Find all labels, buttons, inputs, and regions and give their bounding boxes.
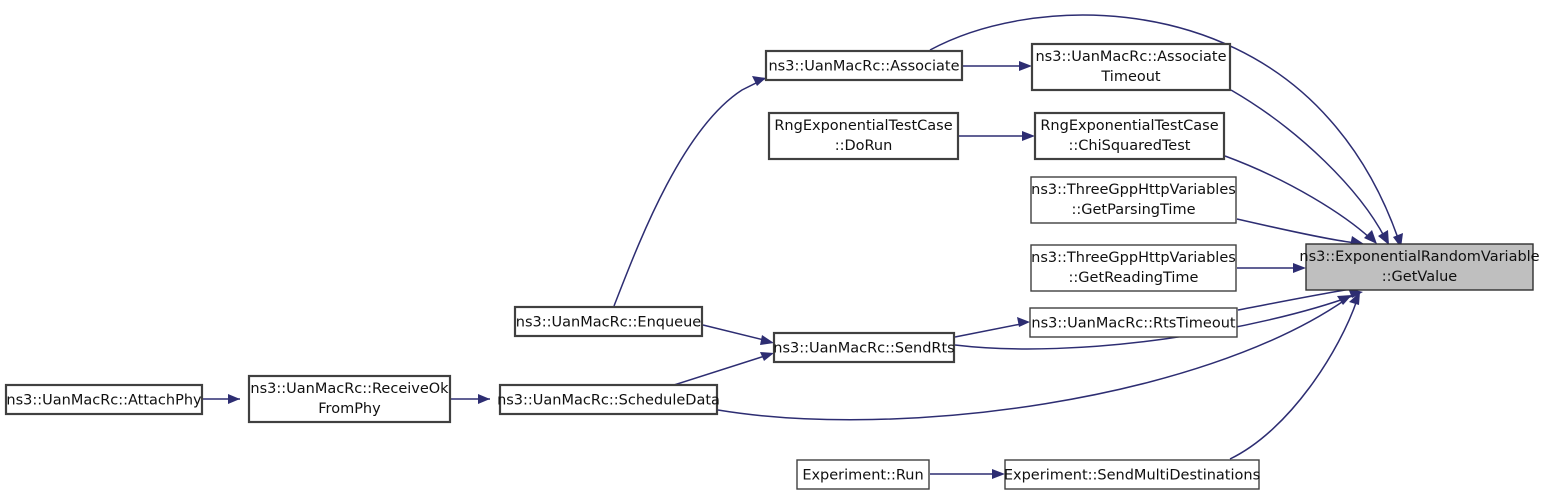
edge-sendmultidestinations-to-getvalue xyxy=(1229,292,1360,460)
edge-sendrts-to-rtstimeout xyxy=(954,317,1030,338)
node-box[interactable] xyxy=(772,331,956,364)
graph-node-experimentrun[interactable]: Experiment::Run xyxy=(796,459,930,490)
node-label-line2: ::GetParsingTime xyxy=(1071,202,1195,218)
edge-line xyxy=(1224,155,1372,240)
arrowhead-icon xyxy=(1019,61,1032,71)
graph-node-sendmultidestinations[interactable]: Experiment::SendMultiDestinations xyxy=(1004,459,1260,490)
node-label-line1: ns3::UanMacRc::ScheduleData xyxy=(497,393,720,409)
node-box[interactable] xyxy=(247,374,452,424)
node-label-line2: ::GetValue xyxy=(1382,269,1458,285)
node-box[interactable] xyxy=(796,459,930,490)
arrowhead-icon xyxy=(1378,230,1389,245)
node-label-line1: ns3::UanMacRc::SendRts xyxy=(773,341,954,357)
edge-associate-to-associatetimeout xyxy=(963,61,1032,71)
edge-dorun-to-chisquaredtest xyxy=(959,131,1035,141)
edge-enqueue-to-sendrts xyxy=(702,324,774,345)
node-box[interactable] xyxy=(1030,244,1237,292)
node-label-line1: ns3::UanMacRc::Associate xyxy=(768,59,959,75)
arrowhead-icon xyxy=(760,352,774,361)
node-box[interactable] xyxy=(1030,176,1237,224)
node-box[interactable] xyxy=(1030,42,1232,92)
edge-scheduledata-to-getvalue xyxy=(717,295,1352,421)
node-box[interactable] xyxy=(4,383,204,416)
node-box[interactable] xyxy=(1004,459,1260,490)
edge-line xyxy=(1230,89,1386,239)
edge-experimentrun-to-sendmultidestinations xyxy=(930,469,1005,479)
arrowhead-icon xyxy=(1349,292,1360,305)
node-box[interactable] xyxy=(764,49,964,82)
edge-attachphy-to-receiveokfromphy xyxy=(203,394,240,404)
node-box[interactable] xyxy=(513,305,704,338)
edge-line xyxy=(954,323,1022,338)
node-label-line2: ::ChiSquaredTest xyxy=(1069,138,1191,154)
node-label-line1: ns3::UanMacRc::Enqueue xyxy=(516,315,701,331)
edge-scheduledata-to-sendrts xyxy=(673,352,774,386)
node-label-line2: FromPhy xyxy=(318,401,381,417)
arrowhead-icon xyxy=(1337,295,1352,305)
node-label-line1: ns3::ThreeGppHttpVariables xyxy=(1031,182,1236,198)
arrowhead-icon xyxy=(228,394,240,404)
node-label-line1: ns3::UanMacRc::ReceiveOk xyxy=(250,381,449,397)
graph-node-scheduledata[interactable]: ns3::UanMacRc::ScheduleData xyxy=(497,383,720,416)
graph-node-getparsingtime[interactable]: ns3::ThreeGppHttpVariables::GetParsingTi… xyxy=(1030,176,1237,224)
node-box[interactable] xyxy=(498,383,719,416)
arrowhead-icon xyxy=(1364,230,1377,244)
nodes-layer: ns3::UanMacRc::AttachPhy ns3::UanMacRc::R… xyxy=(4,42,1540,490)
arrowhead-icon xyxy=(1022,131,1035,141)
edge-line xyxy=(717,299,1346,421)
node-label-line1: ns3::UanMacRc::AttachPhy xyxy=(6,393,202,409)
node-label-line1: RngExponentialTestCase xyxy=(774,118,952,134)
graph-node-getreadingtime[interactable]: ns3::ThreeGppHttpVariables::GetReadingTi… xyxy=(1030,244,1237,292)
edge-chisquaredtest-to-getvalue xyxy=(1224,155,1377,244)
node-label-line2: ::DoRun xyxy=(835,138,893,154)
node-label-line1: ns3::UanMacRc::RtsTimeout xyxy=(1031,316,1235,332)
arrowhead-icon xyxy=(752,76,766,86)
node-label-line1: ns3::ThreeGppHttpVariables xyxy=(1031,250,1236,266)
graph-node-dorun[interactable]: RngExponentialTestCase::DoRun xyxy=(767,111,960,161)
graph-node-chisquaredtest[interactable]: RngExponentialTestCase::ChiSquaredTest xyxy=(1033,111,1226,161)
graph-node-sendrts[interactable]: ns3::UanMacRc::SendRts xyxy=(772,331,956,364)
edge-line xyxy=(1236,218,1357,244)
graph-node-getvalue[interactable]: ns3::ExponentialRandomVariable::GetValue xyxy=(1299,243,1540,291)
node-label-line2: ::GetReadingTime xyxy=(1069,270,1199,286)
edge-receiveokfromphy-to-scheduledata xyxy=(451,394,490,404)
arrowhead-icon xyxy=(478,394,490,404)
edge-associatetimeout-to-getvalue xyxy=(1230,89,1389,245)
node-label-line1: ns3::UanMacRc::Associate xyxy=(1035,49,1226,65)
node-box[interactable] xyxy=(1029,307,1238,338)
arrowhead-icon xyxy=(760,335,774,345)
graph-node-rtstimeout[interactable]: ns3::UanMacRc::RtsTimeout xyxy=(1029,307,1238,338)
graph-node-enqueue[interactable]: ns3::UanMacRc::Enqueue xyxy=(513,305,704,338)
node-box[interactable] xyxy=(767,111,960,161)
edge-line xyxy=(954,294,1356,350)
edge-enqueue-to-associate xyxy=(613,76,767,307)
arrowhead-icon xyxy=(1293,263,1306,273)
node-label-line1: Experiment::SendMultiDestinations xyxy=(1004,468,1260,484)
node-label-line1: ns3::ExponentialRandomVariable xyxy=(1299,249,1539,265)
graph-node-attachphy[interactable]: ns3::UanMacRc::AttachPhy xyxy=(4,383,204,416)
node-box[interactable] xyxy=(1305,243,1534,291)
graph-node-associate[interactable]: ns3::UanMacRc::Associate xyxy=(764,49,964,82)
edge-line xyxy=(613,77,767,307)
arrowhead-icon xyxy=(1017,317,1030,327)
edge-line xyxy=(702,324,769,342)
node-box[interactable] xyxy=(1033,111,1226,161)
edge-line xyxy=(1229,299,1358,460)
node-label-line1: RngExponentialTestCase xyxy=(1040,118,1218,134)
edge-getparsingtime-to-getvalue xyxy=(1236,218,1364,246)
edge-getreadingtime-to-getvalue xyxy=(1237,263,1306,273)
arrowhead-icon xyxy=(992,469,1005,479)
node-label-line2: Timeout xyxy=(1100,69,1161,85)
edge-line xyxy=(929,14,1400,242)
edge-line xyxy=(673,354,769,386)
node-label-line1: Experiment::Run xyxy=(802,468,923,484)
